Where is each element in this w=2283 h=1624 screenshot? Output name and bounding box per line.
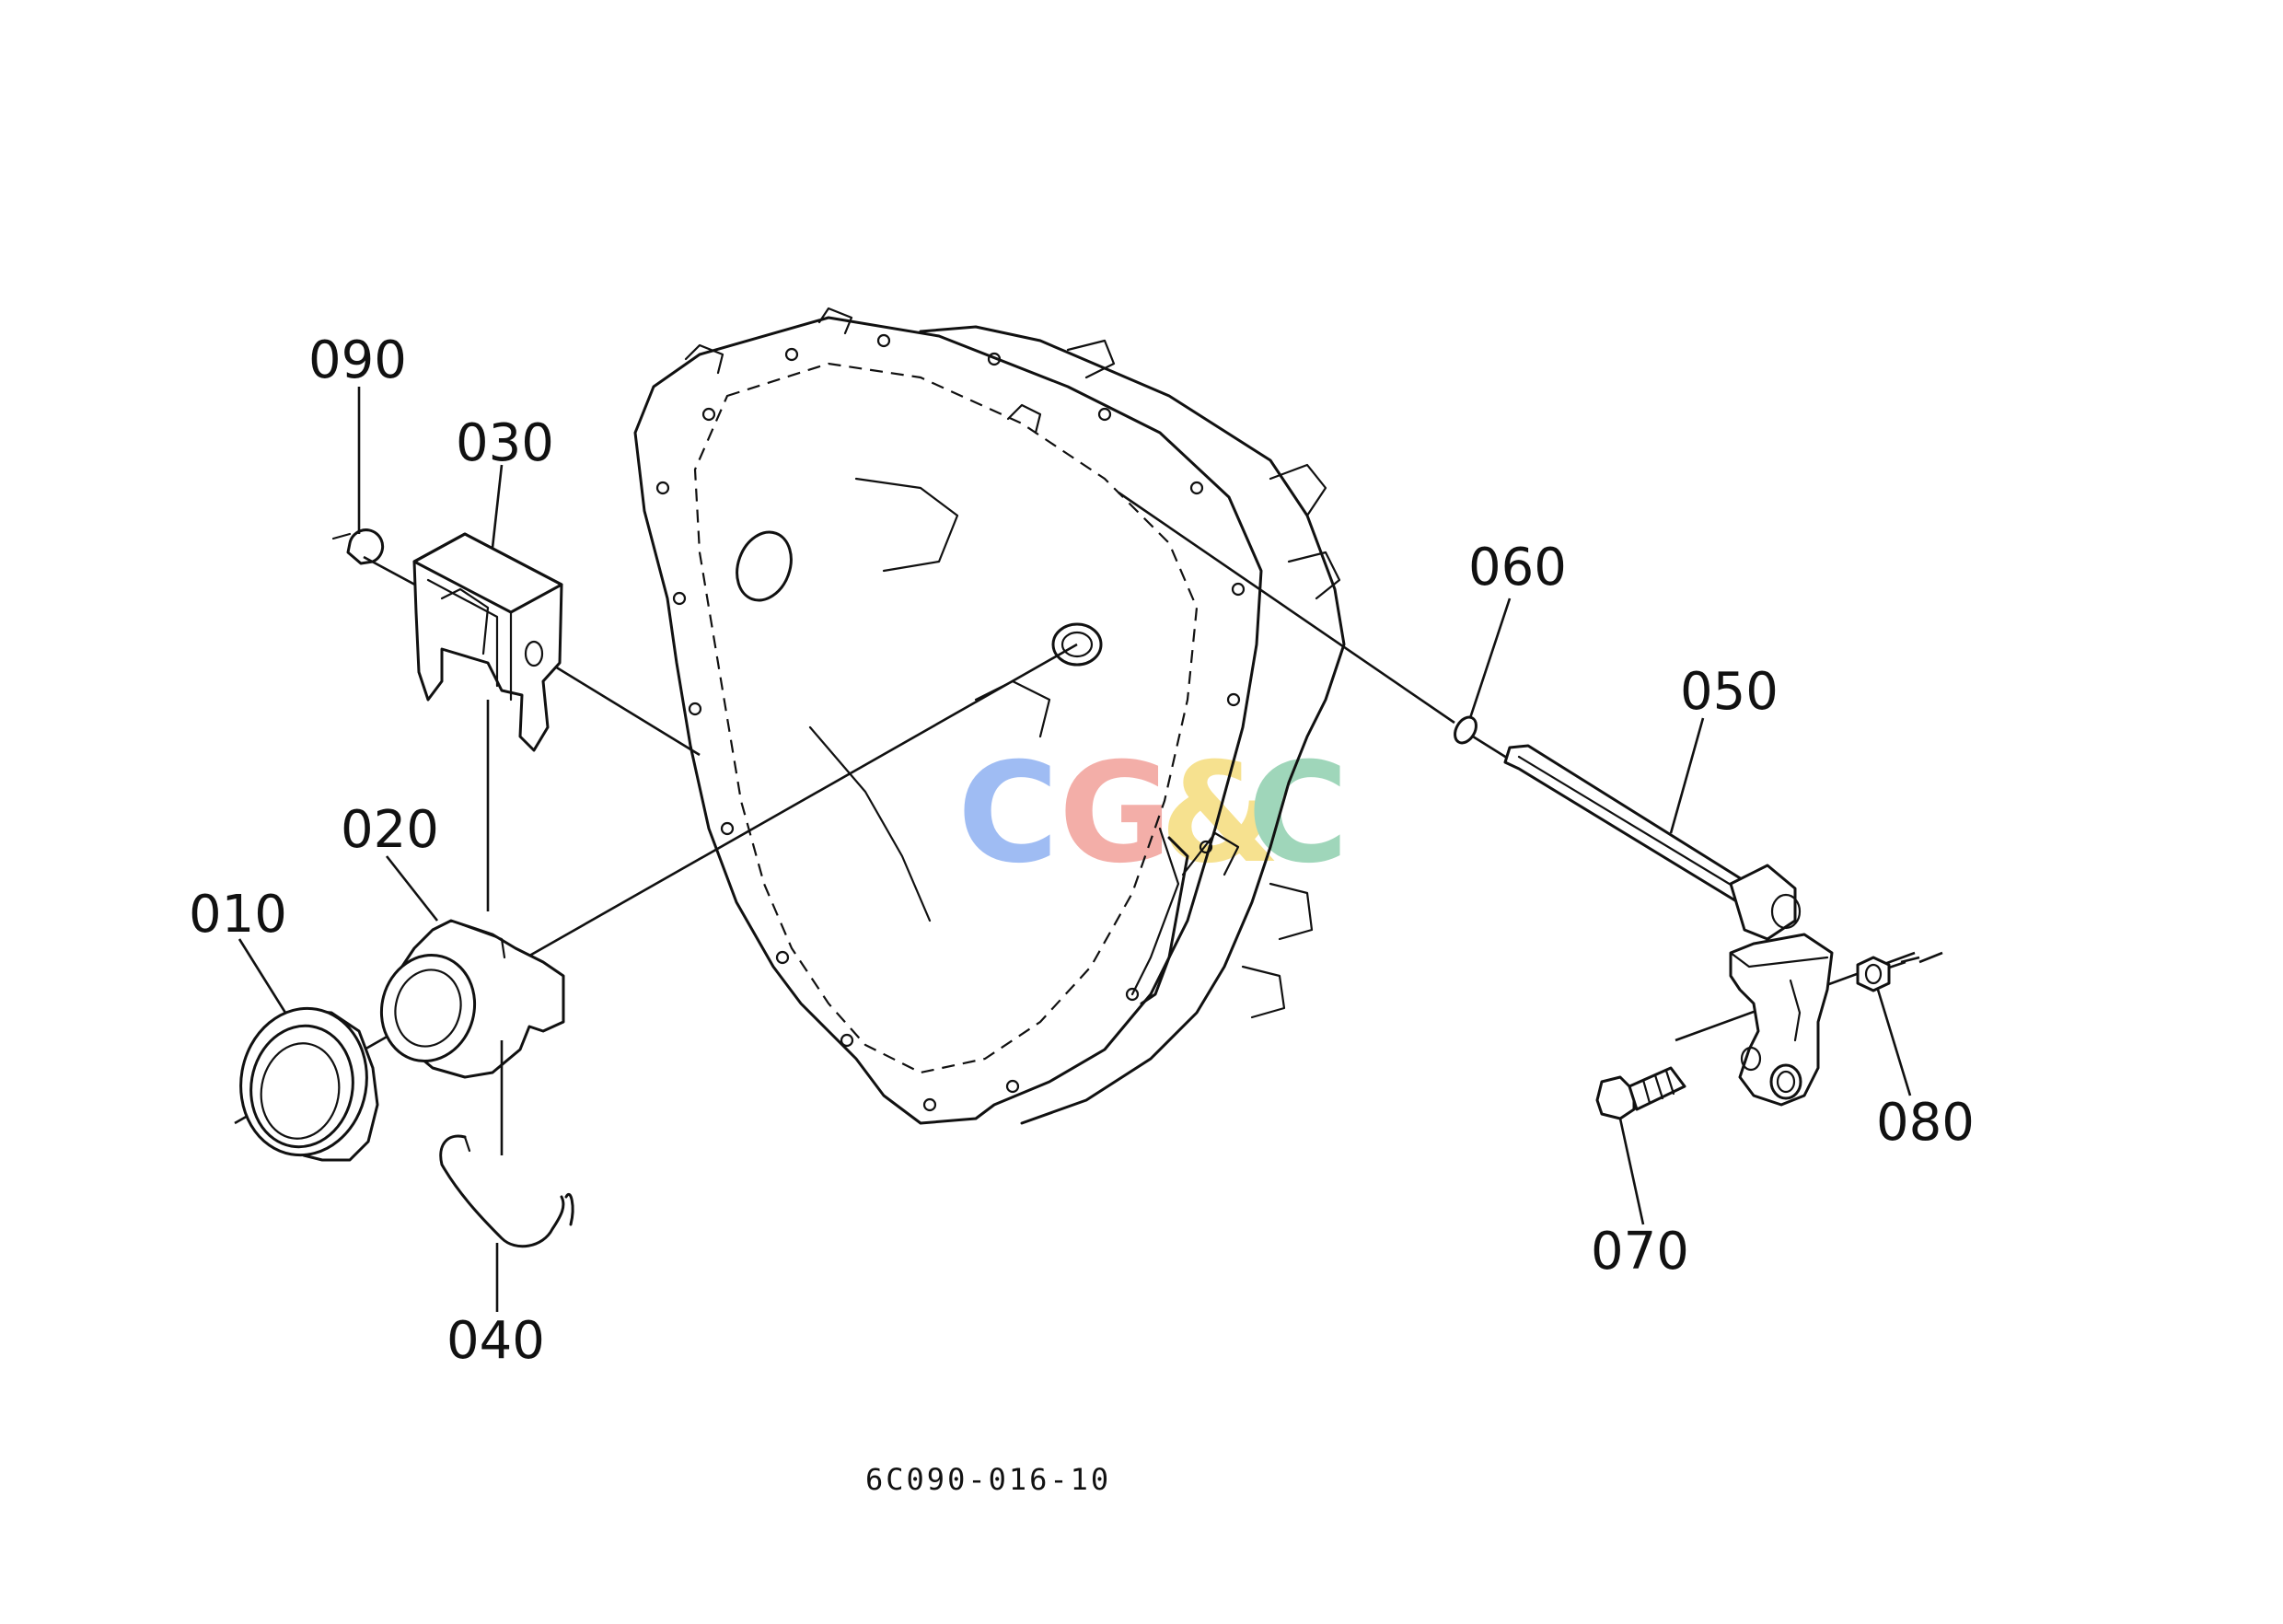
part-label-040: 040 <box>446 1311 545 1371</box>
watermark-letter-1: C <box>957 734 1059 894</box>
part-040-spring <box>439 1134 574 1248</box>
part-label-050: 050 <box>1680 662 1779 722</box>
part-060-o-ring <box>1454 715 1478 745</box>
part-090-clip <box>331 528 385 565</box>
watermark-letter-2: G <box>1059 734 1172 894</box>
clutch-housing <box>633 307 1346 1125</box>
part-label-020: 020 <box>341 800 439 860</box>
part-050-fork-shaft <box>1503 744 1834 1107</box>
part-070-bolt <box>1595 1066 1686 1120</box>
part-label-090: 090 <box>308 331 407 390</box>
part-080-nut <box>1856 956 1891 992</box>
watermark: C G & C <box>957 734 1349 894</box>
part-030-release-fork <box>412 532 563 752</box>
part-label-080: 080 <box>1876 1093 1975 1153</box>
leader-lines <box>238 387 1912 1312</box>
part-labels: 090 030 020 010 040 060 050 070 080 <box>189 331 1975 1371</box>
part-label-070: 070 <box>1591 1222 1689 1282</box>
part-020-bearing-holder <box>379 919 565 1079</box>
drawing-code: 6C090-016-10 <box>865 1462 1111 1497</box>
part-label-060: 060 <box>1468 538 1567 597</box>
part-010-release-bearing <box>239 1006 379 1162</box>
part-label-010: 010 <box>189 885 287 945</box>
part-label-030: 030 <box>456 413 554 473</box>
